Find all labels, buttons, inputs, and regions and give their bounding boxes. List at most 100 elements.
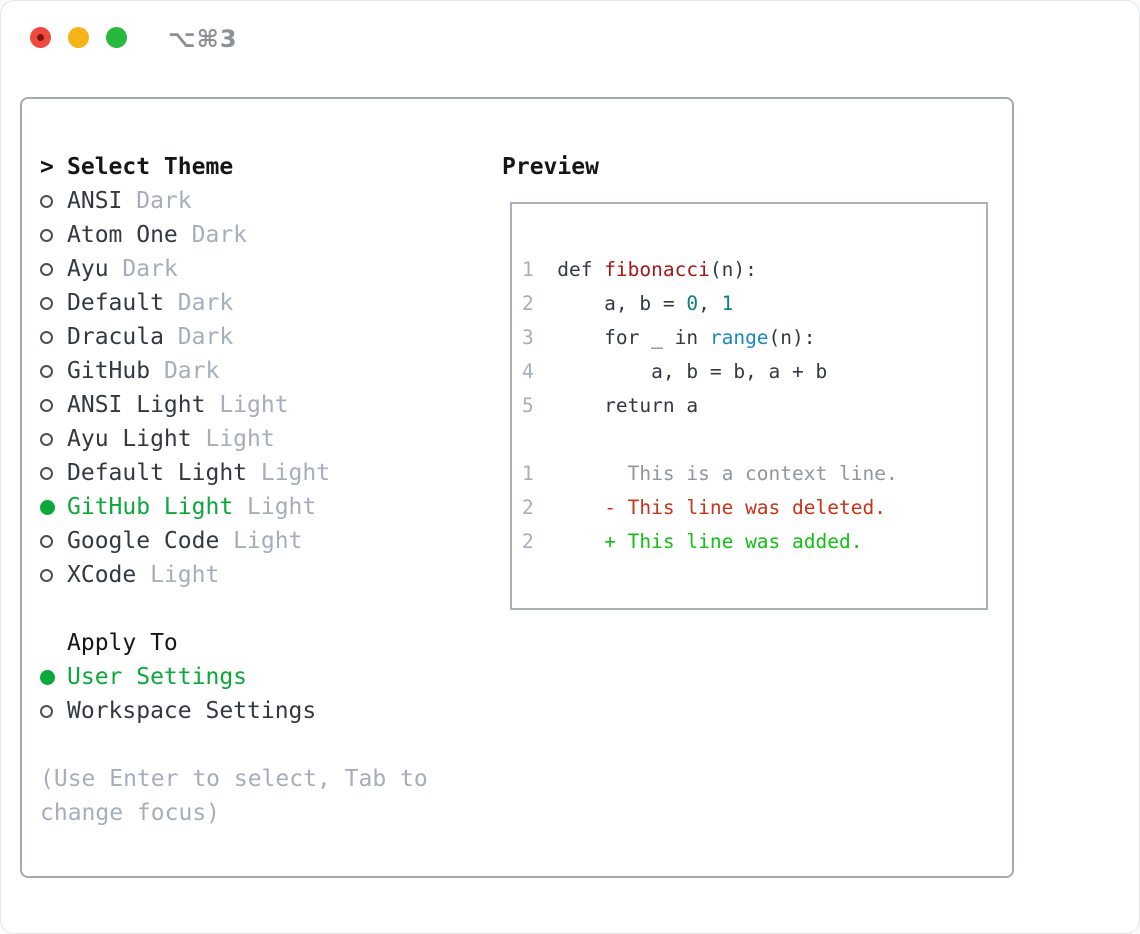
radio-icon — [40, 704, 67, 718]
preview-line: 4 a, b = b, a + b — [522, 355, 986, 389]
theme-variant: Dark — [163, 290, 234, 316]
code-segment-pl: a, b = — [557, 292, 687, 315]
line-number: 4 — [522, 360, 534, 383]
theme-option-ayu[interactable]: Ayu Dark — [40, 252, 485, 286]
radio-icon — [40, 568, 67, 582]
theme-variant: Light — [191, 426, 275, 452]
preview-line: 5 return a — [522, 389, 986, 423]
theme-variant: Light — [219, 528, 303, 554]
minimize-button[interactable] — [68, 27, 89, 48]
prompt-caret-icon: > — [40, 154, 54, 180]
radio-icon — [40, 398, 67, 412]
theme-option-xcode[interactable]: XCode Light — [40, 558, 485, 592]
close-button[interactable] — [30, 27, 51, 48]
theme-name: Dracula — [67, 324, 164, 350]
code-segment-fc: range — [709, 326, 769, 349]
apply-to-header: Apply To — [40, 626, 485, 660]
radio-icon — [40, 262, 67, 276]
hint-line: (Use Enter to select, Tab to — [40, 766, 428, 792]
radio-icon — [40, 228, 67, 242]
hint-line: change focus) — [40, 800, 221, 826]
theme-name: GitHub Light — [67, 494, 234, 520]
preview-line: 3 for _ in range(n): — [522, 321, 986, 355]
radio-selected-icon — [40, 499, 67, 515]
theme-variant: Dark — [163, 324, 234, 350]
spacer — [40, 728, 485, 762]
theme-variant: Light — [205, 392, 289, 418]
line-number: 2 — [522, 292, 534, 315]
theme-name: ANSI — [67, 188, 123, 214]
radio-icon — [40, 534, 67, 548]
theme-option-ansi[interactable]: ANSI Dark — [40, 184, 485, 218]
apply-to-title: Apply To — [67, 630, 178, 656]
panel-title: Select Theme — [67, 154, 234, 180]
line-number: 1 — [522, 462, 534, 485]
code-segment-pl — [557, 530, 604, 553]
radio-icon — [40, 432, 67, 446]
preview-title: Preview — [502, 154, 599, 180]
theme-name: Ayu — [67, 256, 109, 282]
theme-name: Default Light — [67, 460, 248, 486]
theme-name: GitHub — [67, 358, 151, 384]
radio-icon — [40, 364, 67, 378]
theme-name: Google Code — [67, 528, 220, 554]
theme-variant: Light — [136, 562, 220, 588]
code-segment-pl: (n): — [709, 258, 757, 281]
theme-variant: Dark — [150, 358, 220, 384]
theme-option-github-light[interactable]: GitHub Light Light — [40, 490, 485, 524]
apply-option-label: Workspace Settings — [67, 698, 317, 724]
radio-icon — [40, 296, 67, 310]
theme-option-default[interactable]: Default Dark — [40, 286, 485, 320]
code-segment-nu: 1 — [721, 292, 734, 315]
code-segment-kw: def — [557, 258, 605, 281]
code-segment-pl: for _ in — [557, 326, 710, 349]
code-segment-pl: (n): — [768, 326, 816, 349]
theme-option-google-code[interactable]: Google Code Light — [40, 524, 485, 558]
line-number: 2 — [522, 530, 534, 553]
theme-variant: Dark — [108, 256, 178, 282]
theme-name: Ayu Light — [67, 426, 192, 452]
preview-line: 2 - This line was deleted. — [522, 491, 986, 525]
code-segment-add: + This line was added. — [604, 530, 863, 553]
theme-name: Default — [67, 290, 164, 316]
theme-option-ayu-light[interactable]: Ayu Light Light — [40, 422, 485, 456]
window-title: ⌥⌘3 — [168, 25, 238, 53]
apply-option-label: User Settings — [67, 664, 248, 690]
code-segment-pl: , — [698, 292, 722, 315]
theme-variant: Dark — [122, 188, 192, 214]
radio-selected-icon — [40, 669, 67, 685]
line-number: 2 — [522, 496, 534, 519]
code-segment-pl: return a — [557, 394, 699, 417]
theme-option-atom-one[interactable]: Atom One Dark — [40, 218, 485, 252]
spacer — [40, 592, 485, 626]
radio-icon — [40, 194, 67, 208]
hint-text: (Use Enter to select, Tab to change focus… — [40, 762, 485, 830]
preview-line — [522, 423, 986, 457]
radio-icon — [40, 466, 67, 480]
preview-line: 2 + This line was added. — [522, 525, 986, 559]
code-segment-fn: fibonacci — [604, 258, 710, 281]
code-segment-pl: a, b = b, a + b — [557, 360, 828, 383]
theme-option-ansi-light[interactable]: ANSI Light Light — [40, 388, 485, 422]
theme-option-dracula[interactable]: Dracula Dark — [40, 320, 485, 354]
record-dot-icon — [37, 34, 44, 41]
code-segment-nu: 0 — [686, 292, 699, 315]
apply-option-workspace-settings[interactable]: Workspace Settings — [40, 694, 485, 728]
apply-option-user-settings[interactable]: User Settings — [40, 660, 485, 694]
theme-variant: Dark — [177, 222, 248, 248]
theme-option-github[interactable]: GitHub Dark — [40, 354, 485, 388]
theme-option-default-light[interactable]: Default Light Light — [40, 456, 485, 490]
radio-icon — [40, 330, 67, 344]
theme-name: ANSI Light — [67, 392, 206, 418]
maximize-button[interactable] — [106, 27, 127, 48]
select-theme-header: > Select Theme — [40, 150, 485, 184]
preview-line: 1 This is a context line. — [522, 457, 986, 491]
